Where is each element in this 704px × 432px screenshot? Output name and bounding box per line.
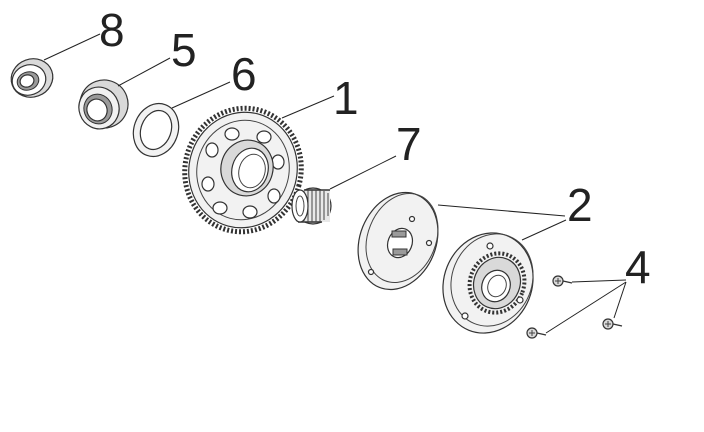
- screw-top: [552, 275, 573, 287]
- leader-6: [171, 81, 231, 109]
- label-part-2: 2: [567, 179, 593, 231]
- leader-1: [281, 95, 335, 119]
- leader-4b: [545, 281, 627, 334]
- label-part-7: 7: [396, 118, 422, 170]
- part-8-oil-seal: [10, 58, 54, 98]
- part-1-driven-gear: [182, 105, 304, 235]
- leader-lines: [43, 33, 627, 334]
- part-labels: 8 5 6 1 7 2 4: [99, 4, 651, 293]
- leader-2b: [521, 219, 567, 241]
- label-part-5: 5: [171, 24, 197, 76]
- part-5-bearing: [78, 79, 129, 130]
- part-7-needle-bearing: [291, 187, 332, 225]
- label-part-4: 4: [625, 241, 651, 293]
- leader-4c: [613, 281, 627, 319]
- label-part-1: 1: [333, 72, 359, 124]
- label-part-8: 8: [99, 4, 125, 56]
- part-6-washer: [132, 102, 180, 158]
- leader-5: [117, 57, 171, 87]
- leader-7: [329, 155, 397, 190]
- part-4-screws: [526, 275, 623, 339]
- leader-2a: [437, 204, 566, 217]
- screw-right: [602, 318, 623, 330]
- leader-4a: [571, 279, 627, 283]
- part-2-clutch-body: [442, 232, 534, 334]
- label-part-6: 6: [231, 48, 257, 100]
- leader-8: [43, 33, 101, 61]
- part-2-clutch-plate: [357, 191, 439, 291]
- screw-bottom: [526, 327, 547, 339]
